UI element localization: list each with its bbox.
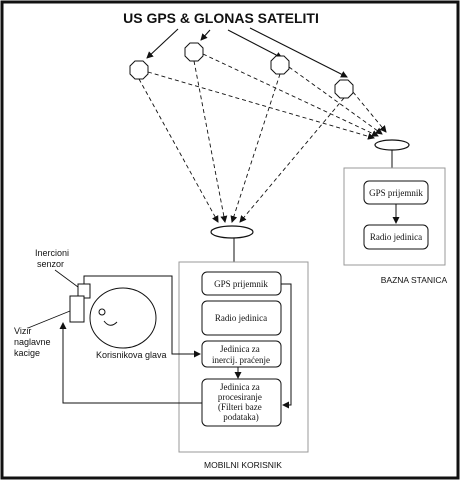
user-head-label: Korisnikova glava bbox=[96, 350, 167, 360]
satellites bbox=[129, 42, 354, 99]
satellite-2 bbox=[184, 42, 204, 62]
user-eye bbox=[98, 308, 106, 316]
satellite-1 bbox=[129, 60, 149, 80]
user-mouth bbox=[103, 320, 118, 326]
mobile-inertial-unit-label: Jedinica za inercij. praćenje bbox=[212, 344, 270, 365]
base-gps-receiver-label: GPS prijemnik bbox=[369, 188, 423, 198]
base-antenna bbox=[374, 139, 410, 151]
satellite-3 bbox=[270, 55, 290, 75]
mobile-gps-receiver-label: GPS prijemnik bbox=[214, 279, 268, 289]
arrow-to-satellite-4 bbox=[249, 27, 348, 78]
signal-s4-mobile bbox=[239, 97, 345, 223]
signal-s1-mobile bbox=[138, 78, 219, 223]
signal-s3-mobile bbox=[230, 73, 281, 223]
mobile-user: GPS prijemnik Radio jedinica Jedinica za… bbox=[178, 225, 309, 470]
base-radio-unit-box bbox=[363, 224, 429, 250]
mobile-radio-unit-label: Radio jedinica bbox=[215, 313, 267, 323]
arrow-to-satellite-3 bbox=[227, 29, 283, 59]
signal-lines bbox=[138, 53, 387, 223]
satellite-4 bbox=[334, 79, 354, 99]
base-radio-unit-label: Radio jedinica bbox=[370, 232, 422, 242]
helmet-visor-label: Vizir naglavne kacige bbox=[14, 326, 53, 358]
user-head bbox=[89, 287, 157, 349]
mobile-radio-unit-box bbox=[201, 300, 282, 336]
user-assembly: Inercioni senzor Vizir naglavne kacige K… bbox=[14, 248, 202, 404]
signal-s1-base bbox=[147, 71, 375, 140]
helmet-visor-box bbox=[69, 295, 85, 323]
inertial-sensor-label: Inercioni senzor bbox=[35, 248, 72, 269]
mobile-processing-unit-label: Jedinica za procesiranje (Filteri baze p… bbox=[218, 382, 264, 422]
signal-s2-mobile bbox=[193, 60, 228, 223]
title-arrows bbox=[146, 27, 348, 78]
arrow-to-satellite-1 bbox=[146, 28, 179, 59]
mobile-user-label: MOBILNI KORISNIK bbox=[204, 460, 282, 470]
signal-s3-base bbox=[288, 66, 383, 135]
arrow-to-satellite-2 bbox=[200, 29, 211, 41]
signal-s4-base bbox=[352, 91, 387, 133]
diagram-title: US GPS & GLONAS SATELITI bbox=[123, 10, 319, 26]
mobile-inertial-unit-box bbox=[201, 340, 282, 368]
base-station: GPS prijemnik Radio jedinica BAZNA STANI… bbox=[343, 139, 448, 285]
base-station-label: BAZNA STANICA bbox=[381, 275, 448, 285]
signal-s2-base bbox=[202, 53, 379, 137]
mobile-antenna bbox=[210, 225, 254, 239]
